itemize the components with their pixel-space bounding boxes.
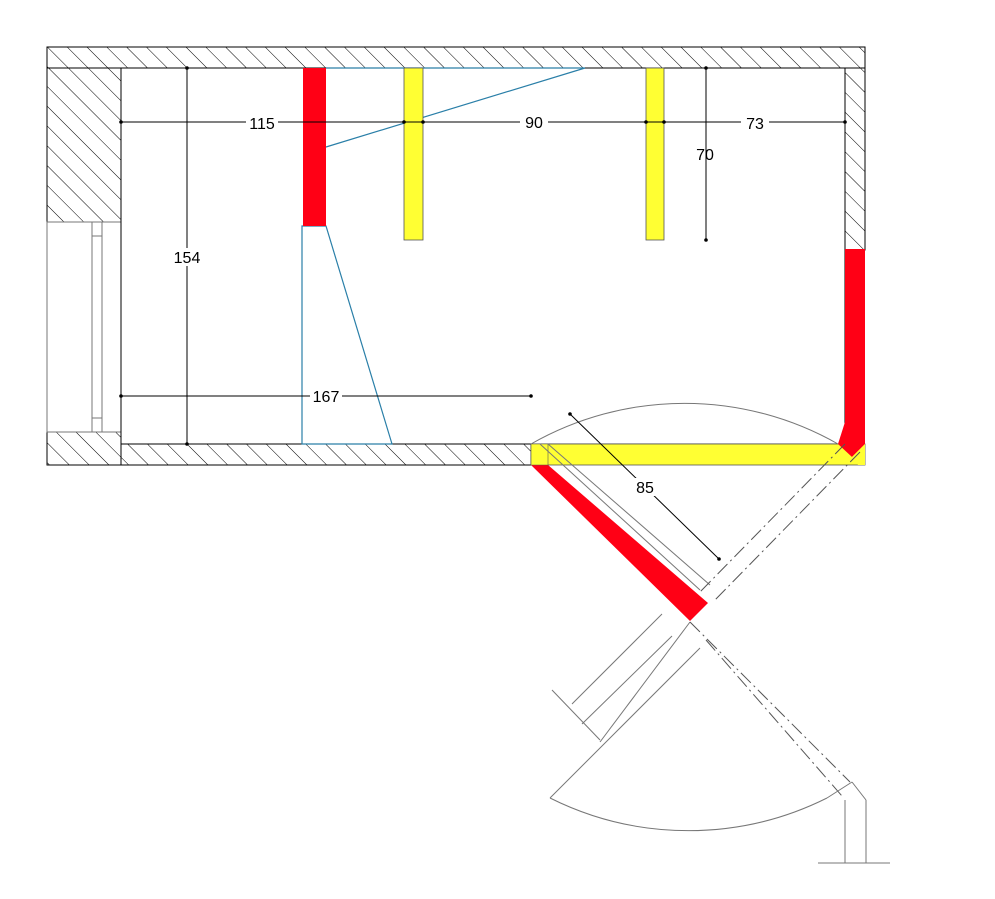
red-door-leaf <box>531 465 708 621</box>
dim-label-70: 70 <box>696 147 714 164</box>
dim-label-85: 85 <box>636 480 654 497</box>
yellow-bar-1 <box>403 67 424 241</box>
dim-label-154: 154 <box>174 250 201 267</box>
dim-label-167: 167 <box>313 389 340 406</box>
red-partition <box>303 68 326 226</box>
wall-left-upper <box>46 67 122 223</box>
wall-top-full <box>46 46 866 69</box>
red-right-wall-bar <box>845 249 865 445</box>
dimension-labels: 115 90 73 70 154 167 85 <box>171 113 769 497</box>
yellow-corner-tip <box>852 444 865 465</box>
wall-left-lower <box>46 431 122 466</box>
wall-right <box>844 67 866 251</box>
door-swing-lower <box>549 613 890 864</box>
dimension-lines <box>119 66 847 561</box>
room-interior <box>120 67 846 445</box>
red-corner <box>838 422 865 457</box>
dim-label-90: 90 <box>525 115 543 132</box>
dim-label-73: 73 <box>746 116 764 133</box>
door-swing-upper <box>530 402 861 601</box>
wall-bottom <box>120 443 532 466</box>
yellow-door-stub <box>530 443 549 466</box>
yellow-bottom-bar <box>530 443 866 466</box>
window <box>46 221 122 433</box>
yellow-bar-2 <box>645 67 665 241</box>
walls <box>46 46 866 466</box>
dim-label-115: 115 <box>249 116 275 133</box>
